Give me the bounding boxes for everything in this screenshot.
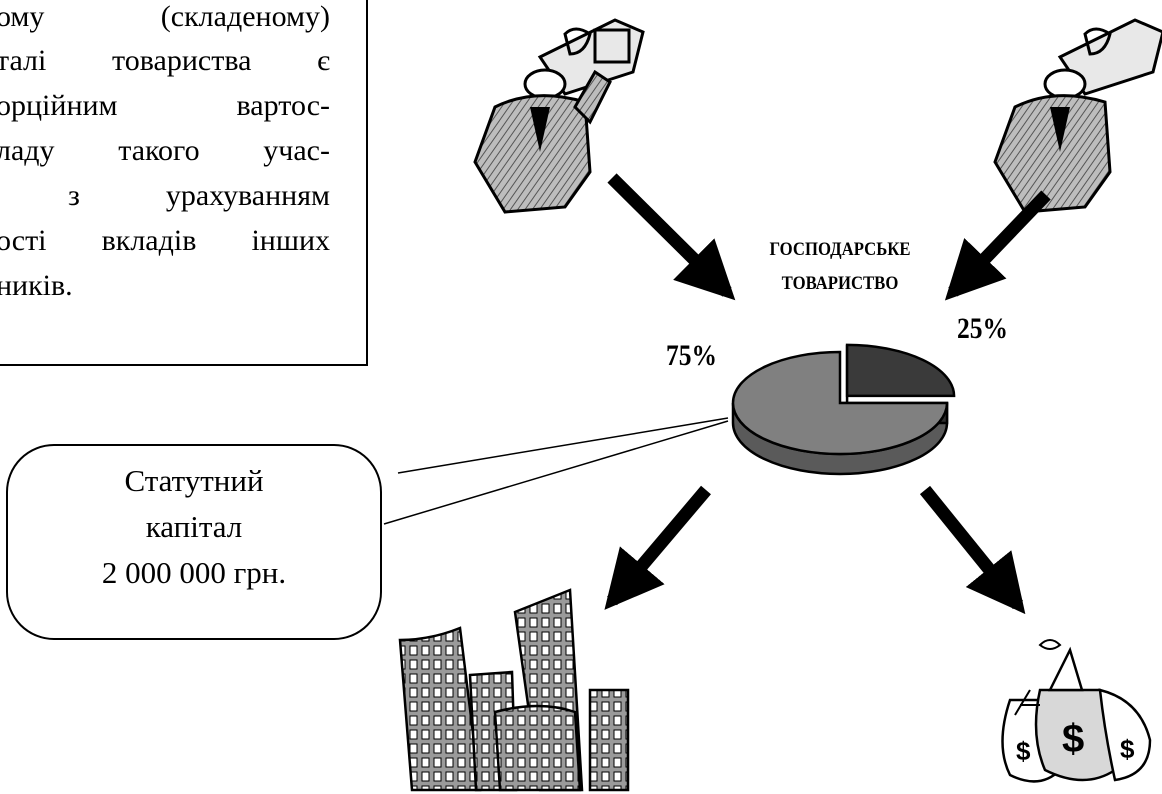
svg-text:$: $ [1016,736,1031,766]
money-bags-icon: $ $ $ [1001,639,1152,783]
speech-bubble [6,444,382,640]
bubble-pointer [397,417,729,474]
text-line: ості вкладів інших [0,224,330,257]
pie-label: 25% [957,312,1008,345]
company-title-line: ГОСПОДАРСЬКЕ [769,239,911,260]
company-title: ГОСПОДАРСЬКЕ ТОВАРИСТВО [734,233,945,301]
text-line: ладу такого учас- [0,134,330,167]
buildings-icon [398,588,630,792]
text-box: ому (складеному) талі товариства є орцій… [0,0,368,366]
speech-bubble-text: Статутний капітал 2 000 000 грн. [6,458,382,596]
bubble-pointer [383,420,729,525]
arrow-company-to-money [919,485,1026,615]
arrow-company-to-buildings [604,485,711,610]
businessman-with-money-icon [473,18,645,214]
capital-amount: 2 000 000 грн. [101,555,287,590]
pie-slice [731,350,949,456]
svg-text:$: $ [1062,717,1084,761]
arrow-investor-to-company [607,173,736,301]
text-line: талі товариства є [0,44,330,77]
pie-slice [845,343,956,398]
pie-label: 75% [666,339,717,372]
svg-text:$: $ [1120,734,1135,764]
text-line: ому (складеному) [0,0,330,33]
pie-chart [731,343,956,476]
text-line: орційним вартос- [0,89,330,122]
capital-label-line: капітал [145,509,243,544]
arrow-investor-to-company [944,190,1051,301]
businessman-with-money-icon [993,18,1162,214]
text-line: з урахуванням [68,179,330,212]
company-title-line: ТОВАРИСТВО [781,273,899,294]
capital-label-line: Статутний [124,463,264,498]
text-line: ників. [0,269,73,302]
